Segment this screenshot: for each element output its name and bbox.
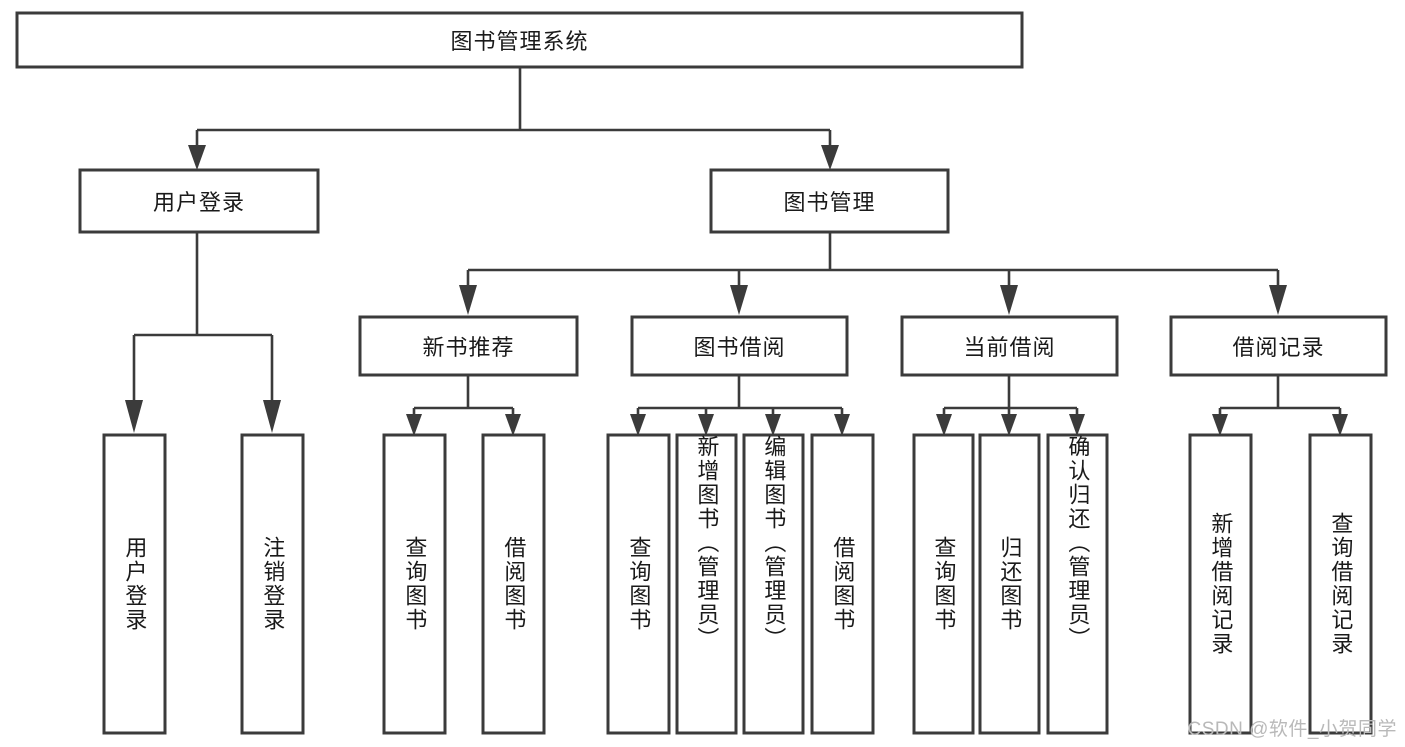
node-box-leaf-edit-book[interactable] [742, 433, 805, 735]
node-box-book-borrow[interactable] [630, 315, 849, 377]
arrow-to-leaf-query-book-1 [406, 414, 422, 436]
arrow-to-book-borrow [730, 285, 748, 315]
node-box-leaf-return-book[interactable] [978, 433, 1041, 735]
arrow-to-leaf-query-book-3 [936, 414, 952, 436]
arrow-to-leaf-add-book [698, 414, 714, 436]
node-box-current-borrow[interactable] [900, 315, 1119, 377]
node-box-book-management[interactable] [709, 168, 950, 234]
arrow-to-leaf-user-login [125, 400, 143, 433]
connector-layer [125, 67, 1348, 436]
node-box-leaf-query-book-3[interactable] [912, 433, 975, 735]
arrow-to-leaf-confirm-return [1069, 414, 1085, 436]
node-box-layer [15, 11, 1388, 735]
node-box-leaf-confirm-return[interactable] [1046, 433, 1109, 735]
arrow-to-leaf-query-record [1332, 414, 1348, 436]
arrow-to-leaf-add-record [1212, 414, 1228, 436]
arrow-to-leaf-borrow-book-2 [834, 414, 850, 436]
arrow-to-leaf-borrow-book-1 [505, 414, 521, 436]
node-box-root[interactable] [15, 11, 1024, 69]
node-box-leaf-add-book[interactable] [675, 433, 738, 735]
node-box-leaf-add-record[interactable] [1188, 433, 1253, 735]
csdn-watermark: CSDN @软件_小贺同学 [1187, 719, 1397, 740]
node-box-user-login[interactable] [78, 168, 320, 234]
arrow-to-new-book-recommend [459, 285, 477, 315]
node-box-leaf-query-record[interactable] [1308, 433, 1373, 735]
node-box-leaf-user-login[interactable] [102, 433, 167, 735]
node-box-leaf-borrow-book-2[interactable] [810, 433, 875, 735]
node-box-leaf-borrow-book-1[interactable] [481, 433, 546, 735]
node-box-new-book-recommend[interactable] [358, 315, 579, 377]
arrow-root-to-book-management [821, 145, 839, 170]
arrow-to-leaf-logout [263, 400, 281, 433]
node-box-leaf-logout[interactable] [240, 433, 305, 735]
node-box-leaf-query-book-2[interactable] [606, 433, 671, 735]
arrow-root-to-user-login [188, 145, 206, 170]
node-box-leaf-query-book-1[interactable] [382, 433, 447, 735]
arrow-to-borrow-record [1269, 285, 1287, 315]
arrow-to-leaf-edit-book [765, 414, 781, 436]
arrow-to-leaf-query-book-2 [630, 414, 646, 436]
arrow-to-leaf-return-book [1001, 414, 1017, 436]
node-box-borrow-record[interactable] [1169, 315, 1388, 377]
arrow-to-current-borrow [1000, 285, 1018, 315]
